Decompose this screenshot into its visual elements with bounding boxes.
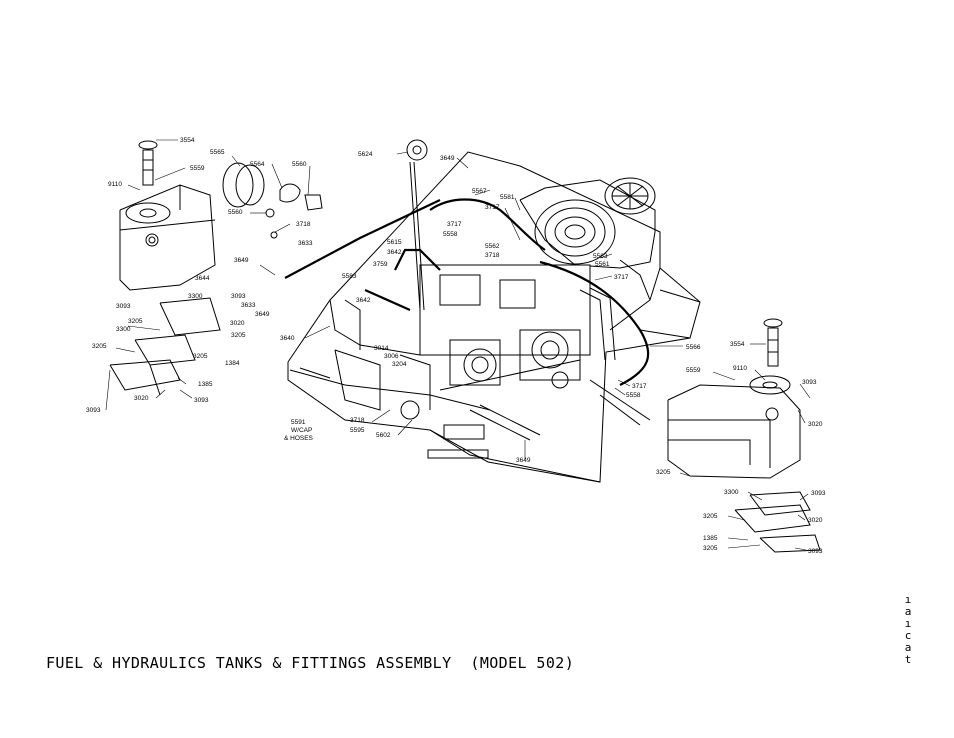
part-label: 5559 xyxy=(686,367,701,374)
part-label: 3093 xyxy=(808,548,823,555)
part-label: 3717 xyxy=(632,383,647,390)
part-label: 3205 xyxy=(128,318,143,325)
part-label: 5558 xyxy=(443,231,458,238)
engine-shroud xyxy=(519,179,656,269)
side-char: t xyxy=(904,653,912,666)
part-label: 5565 xyxy=(210,149,225,156)
diagram-caption: FUEL & HYDRAULICS TANKS & FITTINGS ASSEM… xyxy=(46,654,575,672)
part-label: 3020 xyxy=(808,421,823,428)
part-label: 3759 xyxy=(373,261,388,268)
part-label: & HOSES xyxy=(284,435,314,442)
hydraulic-hoses xyxy=(284,198,650,386)
part-label: 3020 xyxy=(134,395,149,402)
part-label: 3717 xyxy=(447,221,462,228)
part-label: 3093 xyxy=(116,303,131,310)
side-char: ı xyxy=(904,593,912,606)
part-label: 3300 xyxy=(116,326,131,333)
part-label: 5567 xyxy=(472,188,487,195)
part-label: 5583 xyxy=(342,273,357,280)
part-label: 3020 xyxy=(808,517,823,524)
part-label: 5558 xyxy=(626,392,641,399)
part-label: 3717 xyxy=(614,274,629,281)
part-label: 5562 xyxy=(485,243,500,250)
part-label: 3554 xyxy=(730,341,745,348)
part-label: 1385 xyxy=(198,381,213,388)
filter-fittings xyxy=(222,139,428,311)
air-filter xyxy=(604,177,656,215)
part-label: 1384 xyxy=(225,360,240,367)
part-label: 3205 xyxy=(703,513,718,520)
left-tank xyxy=(119,184,216,291)
right-filler-cap xyxy=(763,318,783,367)
part-label: 3020 xyxy=(230,320,245,327)
part-label: 3093 xyxy=(811,490,826,497)
side-text: ı a ı c a t xyxy=(903,594,913,666)
side-char: ı xyxy=(904,617,912,630)
part-label: 3093 xyxy=(802,379,817,386)
part-label: 3300 xyxy=(188,293,203,300)
part-label: 5602 xyxy=(376,432,391,439)
part-label: 3649 xyxy=(234,257,249,264)
leader-lines xyxy=(105,139,811,551)
part-label: 3205 xyxy=(656,469,671,476)
part-label: 3717 xyxy=(485,204,500,211)
part-label: 3649 xyxy=(440,155,455,162)
part-label: W/CAP xyxy=(291,427,312,434)
part-label: 5561 xyxy=(595,261,610,268)
part-label: 5595 xyxy=(350,427,365,434)
part-label: 3205 xyxy=(231,332,246,339)
part-label: 3644 xyxy=(195,275,210,282)
part-label: 1385 xyxy=(703,535,718,542)
part-label: 3093 xyxy=(86,407,101,414)
part-label: 3093 xyxy=(231,293,246,300)
part-label: 3300 xyxy=(724,489,739,496)
part-label: 5559 xyxy=(190,165,205,172)
left-filler-cap xyxy=(138,140,158,186)
left-bracket-plates xyxy=(109,297,221,396)
part-label: 3640 xyxy=(280,335,295,342)
right-tank xyxy=(667,375,801,479)
part-label: 3642 xyxy=(356,297,371,304)
part-label: 3204 xyxy=(392,361,407,368)
chassis-frame xyxy=(287,151,701,483)
part-label: 5566 xyxy=(686,344,701,351)
side-char: a xyxy=(904,605,912,618)
part-label: 5563 xyxy=(593,253,608,260)
part-label: 3205 xyxy=(703,545,718,552)
part-label: 5581 xyxy=(500,194,515,201)
part-label: 3649 xyxy=(255,311,270,318)
part-label: 3633 xyxy=(298,240,313,247)
part-label: 5591 xyxy=(291,419,306,426)
part-label: 5615 xyxy=(387,239,402,246)
part-label: 3642 xyxy=(387,249,402,256)
side-char: c xyxy=(904,629,912,642)
part-label: 9110 xyxy=(733,365,747,372)
part-label: 9110 xyxy=(108,181,122,188)
part-label: 5560 xyxy=(228,209,243,216)
part-label: 3633 xyxy=(241,302,256,309)
part-label: 3718 xyxy=(350,417,365,424)
part-label: 5560 xyxy=(292,161,307,168)
part-label: 3205 xyxy=(193,353,208,360)
part-label: 3006 xyxy=(384,353,399,360)
part-label: 3554 xyxy=(180,137,195,144)
transmission-assembly xyxy=(400,264,591,420)
part-labels: 3554 5565 5564 5560 5559 9110 5560 3718 … xyxy=(86,137,826,555)
side-char: a xyxy=(904,641,912,654)
part-label: 3718 xyxy=(485,252,500,259)
part-label: 3014 xyxy=(374,345,389,352)
right-bracket-plates xyxy=(734,491,821,553)
front-brackets xyxy=(299,299,431,411)
part-label: 3718 xyxy=(296,221,311,228)
part-label: 5564 xyxy=(250,161,265,168)
part-label: 5624 xyxy=(358,151,373,158)
part-label: 3649 xyxy=(516,457,531,464)
part-label: 3093 xyxy=(194,397,209,404)
part-label: 3205 xyxy=(92,343,107,350)
